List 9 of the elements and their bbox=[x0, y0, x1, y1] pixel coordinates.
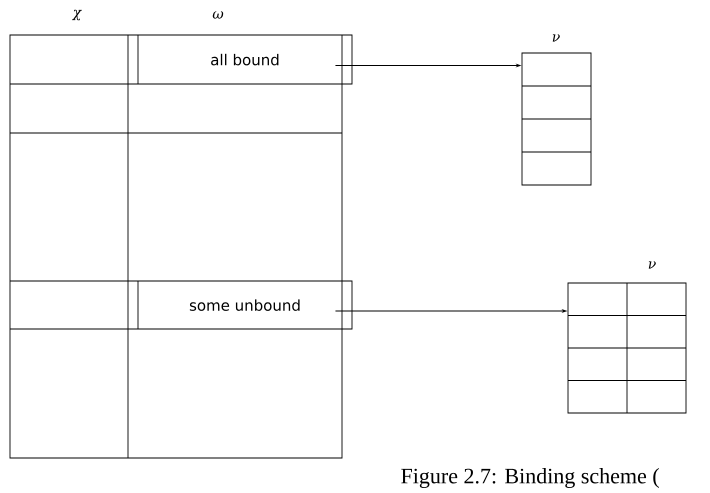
table-cell: some unbound bbox=[138, 280, 352, 330]
array-box: ν bbox=[522, 34, 592, 186]
column-heading: ω bbox=[212, 11, 224, 19]
array-box: ν bbox=[568, 261, 686, 414]
node-label: ν bbox=[552, 34, 560, 42]
table-cell: all bound bbox=[138, 34, 352, 84]
node-label: ν bbox=[648, 261, 656, 269]
column-heading: χ bbox=[72, 10, 82, 20]
caption: Figure 2.7: Binding scheme ( bbox=[401, 468, 659, 488]
